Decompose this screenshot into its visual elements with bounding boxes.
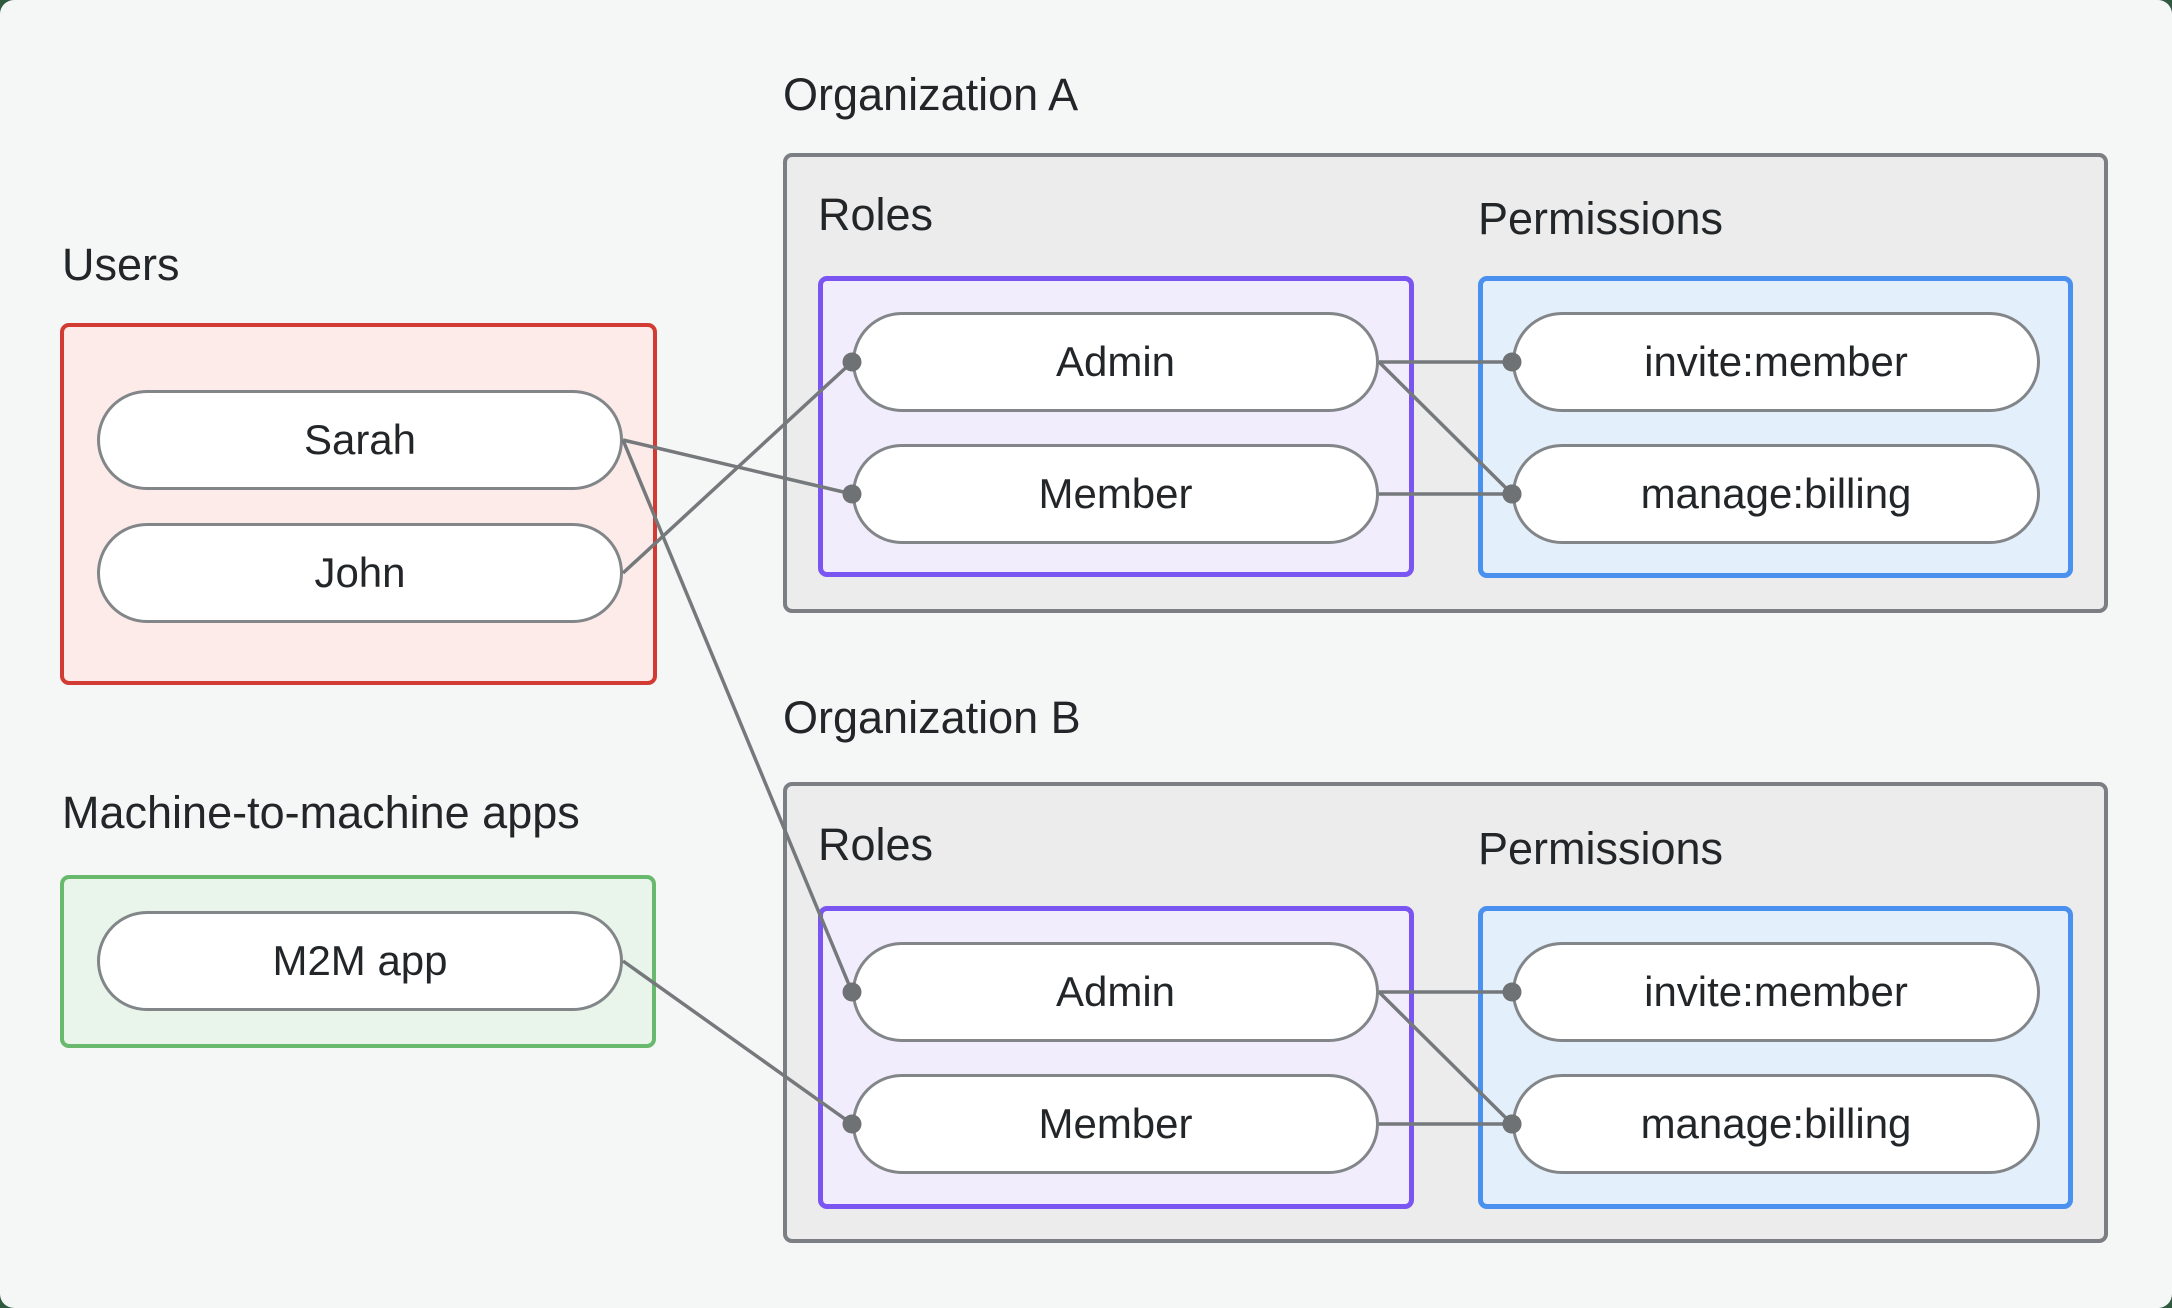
org-b-label: Organization B bbox=[783, 692, 1081, 743]
org-a-permissions-label: Permissions bbox=[1478, 193, 1724, 244]
user-node-john: John bbox=[97, 523, 623, 623]
role-node-label: Member bbox=[1038, 1100, 1193, 1147]
permission-node-label: invite:member bbox=[1644, 338, 1908, 385]
permission-node-label: invite:member bbox=[1644, 968, 1908, 1015]
org-b-permissions-label: Permissions bbox=[1478, 823, 1724, 874]
org-a-roles-label: Roles bbox=[818, 189, 934, 240]
permission-node-org-b-manage-billing: manage:billing bbox=[1512, 1074, 2040, 1174]
role-node-org-b-admin: Admin bbox=[852, 942, 1379, 1042]
org-a-label: Organization A bbox=[783, 69, 1079, 120]
permission-node-org-b-invite-member: invite:member bbox=[1512, 942, 2040, 1042]
permission-node-label: manage:billing bbox=[1640, 470, 1912, 517]
role-node-label: Admin bbox=[1055, 968, 1176, 1015]
m2m-app-node-label: M2M app bbox=[272, 937, 448, 984]
users-group-box bbox=[60, 323, 657, 685]
m2m-app-node: M2M app bbox=[97, 911, 623, 1011]
role-node-org-b-member: Member bbox=[852, 1074, 1379, 1174]
m2m-group-label: Machine-to-machine apps bbox=[62, 787, 580, 838]
permission-node-org-a-invite-member: invite:member bbox=[1512, 312, 2040, 412]
user-node-label: John bbox=[314, 549, 406, 596]
user-node-label: Sarah bbox=[303, 416, 417, 463]
users-group-label: Users bbox=[62, 239, 180, 290]
role-node-org-a-admin: Admin bbox=[852, 312, 1379, 412]
user-node-sarah: Sarah bbox=[97, 390, 623, 490]
role-node-label: Admin bbox=[1055, 338, 1176, 385]
permission-node-label: manage:billing bbox=[1640, 1100, 1912, 1147]
permission-node-org-a-manage-billing: manage:billing bbox=[1512, 444, 2040, 544]
role-node-org-a-member: Member bbox=[852, 444, 1379, 544]
role-node-label: Member bbox=[1038, 470, 1193, 517]
org-b-roles-label: Roles bbox=[818, 819, 934, 870]
